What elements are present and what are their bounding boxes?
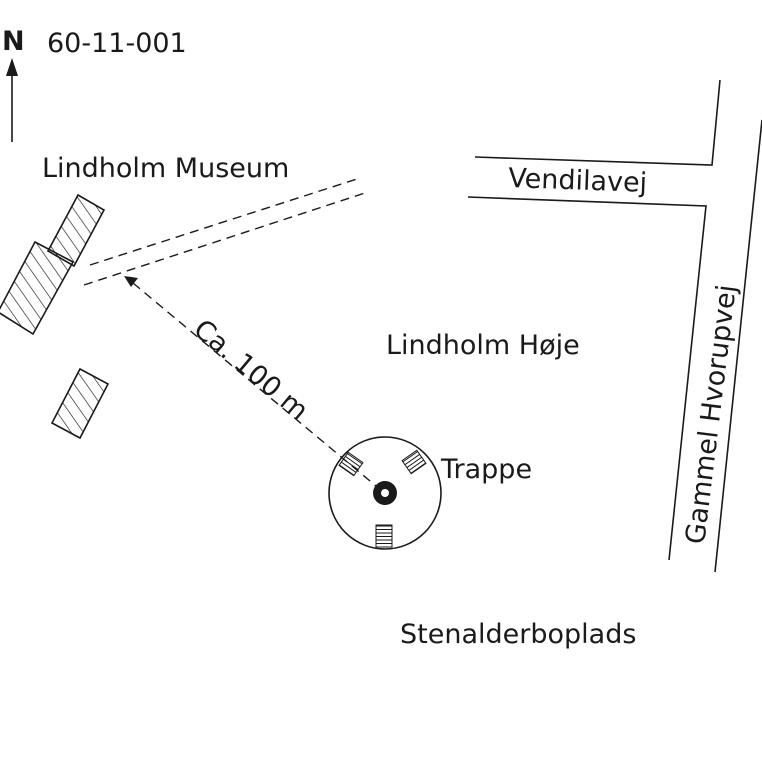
- building-icon: [46, 193, 106, 268]
- building-icon: [0, 240, 75, 336]
- building-icon: [50, 367, 110, 440]
- label-stenalderboplads: Stenalderboplads: [400, 619, 636, 650]
- label-trappe: Trappe: [440, 454, 532, 485]
- mound-icon: [328, 436, 442, 550]
- stairs-icon: [338, 451, 364, 477]
- label-distance: Ca. 100 m: [188, 314, 314, 427]
- stairs-icon: [401, 449, 427, 475]
- dashed-path: [83, 177, 369, 286]
- north-label: N: [2, 26, 25, 57]
- distance-arrow: [124, 276, 377, 487]
- label-lindholm-hoje: Lindholm Høje: [386, 330, 580, 361]
- label-vendilavej: Vendilavej: [508, 163, 648, 199]
- north-arrow-icon: [6, 58, 18, 142]
- label-museum: Lindholm Museum: [42, 153, 289, 184]
- map-id: 60-11-001: [47, 28, 187, 59]
- label-gammel-hvorupvej: Gammel Hvorupvej: [680, 283, 743, 546]
- road-gammel-hvorupvej-east-edge: [714, 119, 762, 573]
- road-vendilavej: [467, 79, 721, 561]
- stairs-icon: [375, 524, 393, 548]
